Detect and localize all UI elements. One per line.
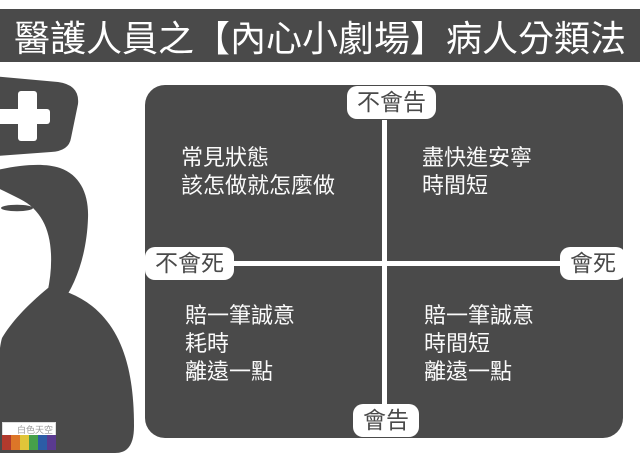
rainbow-bar-green bbox=[29, 435, 38, 450]
quadrant-card: 不會告 會告 不會死 會死 常見狀態 該怎做就怎麼做 盡快進安寧 時間短 賠一筆… bbox=[145, 85, 626, 438]
quadrant-line: 該怎做就怎麼做 bbox=[181, 173, 336, 198]
horizontal-axis-line bbox=[228, 261, 585, 266]
quadrant-line: 賠一筆誠意 bbox=[185, 303, 296, 328]
quadrant-top-left: 常見狀態 該怎做就怎麼做 bbox=[181, 144, 335, 200]
axis-label-top: 不會告 bbox=[347, 86, 436, 119]
rainbow-bar-yellow bbox=[20, 435, 29, 450]
rainbow-bar-red bbox=[2, 435, 11, 450]
brand-watermark: 白色天空 bbox=[2, 422, 56, 450]
rainbow-bar-orange bbox=[11, 435, 20, 450]
brand-name-strip: 白色天空 bbox=[2, 422, 56, 435]
rainbow-bars bbox=[2, 435, 56, 450]
rainbow-bar-blue bbox=[38, 435, 47, 450]
quadrant-bottom-right: 賠一筆誠意 時間短 離遠一點 bbox=[424, 302, 534, 386]
eye-icon bbox=[1, 204, 33, 212]
quadrant-line: 盡快進安寧 bbox=[422, 145, 533, 170]
nurse-silhouette-svg bbox=[0, 76, 134, 453]
title-banner: 醫護人員之【內心小劇場】病人分類法 bbox=[0, 9, 640, 62]
quadrant-line: 時間短 bbox=[422, 173, 489, 198]
axis-label-left: 不會死 bbox=[145, 247, 234, 280]
quadrant-line: 常見狀態 bbox=[181, 145, 270, 170]
quadrant-line: 離遠一點 bbox=[185, 359, 274, 384]
rainbow-bar-purple bbox=[47, 435, 56, 450]
quadrant-bottom-left: 賠一筆誠意 耗時 離遠一點 bbox=[185, 302, 295, 386]
nurse-icon bbox=[0, 62, 140, 453]
axis-label-right: 會死 bbox=[560, 247, 626, 280]
quadrant-line: 時間短 bbox=[424, 331, 491, 356]
page-title: 醫護人員之【內心小劇場】病人分類法 bbox=[13, 17, 626, 59]
quadrant-line: 賠一筆誠意 bbox=[424, 303, 535, 328]
quadrant-line: 離遠一點 bbox=[424, 359, 513, 384]
axis-label-bottom: 會告 bbox=[353, 404, 419, 437]
brand-name: 白色天空 bbox=[16, 424, 53, 435]
quadrant-top-right: 盡快進安寧 時間短 bbox=[422, 144, 532, 200]
quadrant-line: 耗時 bbox=[185, 331, 230, 356]
